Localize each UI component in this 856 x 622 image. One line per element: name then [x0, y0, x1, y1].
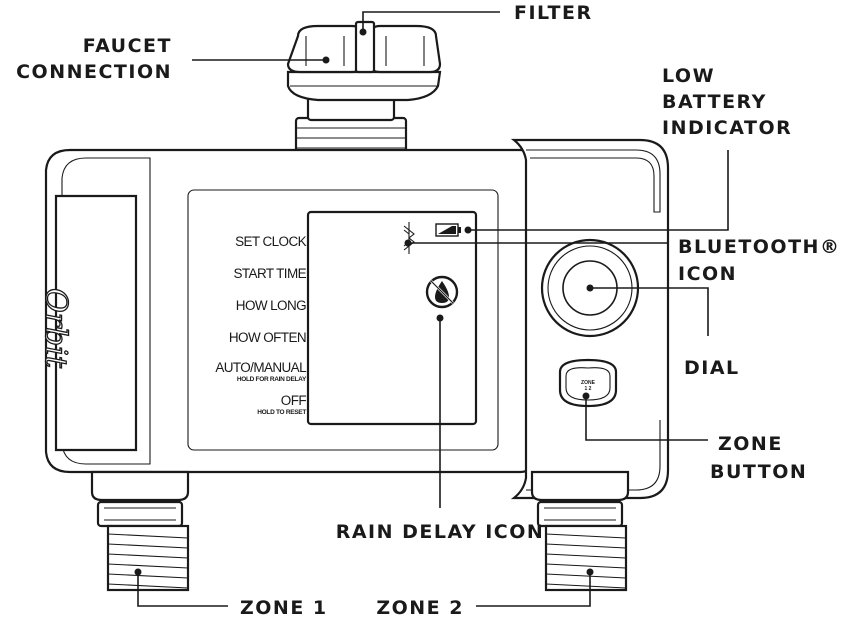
label-low-battery-2: BATTERY — [662, 91, 767, 113]
zone-button: ZONE 1 2 — [558, 358, 618, 408]
faucet-connector — [286, 70, 442, 160]
callout-low-battery — [464, 150, 729, 234]
callout-zone1 — [134, 568, 228, 607]
callout-bluetooth — [404, 239, 668, 247]
lcd-screen — [306, 210, 478, 426]
callout-filter — [359, 11, 500, 36]
zone2-outlet — [530, 470, 630, 592]
label-zone-button-2: BUTTON — [710, 461, 807, 483]
label-filter: FILTER — [514, 2, 593, 24]
side-logo-text: Orbit — [38, 288, 73, 369]
bluetooth-icon — [403, 222, 415, 254]
menu-labels: SET CLOCK START TIME HOW LONG HOW OFTEN … — [215, 234, 307, 416]
menu-auto-manual-sub: HOLD FOR RAIN DELAY — [237, 376, 307, 383]
label-zone1: ZONE 1 — [240, 597, 328, 619]
menu-set-clock: SET CLOCK — [235, 234, 306, 249]
label-faucet-connection-2: CONNECTION — [16, 61, 172, 83]
zone-button-sub: 1 2 — [585, 386, 592, 392]
callout-dial — [586, 284, 709, 336]
menu-how-often: HOW OFTEN — [229, 330, 306, 345]
label-rain-delay: RAIN DELAY ICON — [336, 521, 545, 543]
label-zone2: ZONE 2 — [376, 597, 464, 619]
label-bluetooth-2: ICON — [678, 263, 737, 285]
rain-delay-icon — [425, 275, 459, 309]
callout-rain-delay — [436, 314, 444, 508]
zone-button-text: ZONE — [581, 380, 596, 386]
menu-start-time: START TIME — [233, 266, 306, 281]
menu-off: OFF — [281, 393, 307, 408]
label-low-battery-1: LOW — [662, 65, 715, 87]
label-bluetooth-1: BLUETOOTH® — [678, 236, 840, 258]
battery-icon — [435, 223, 461, 237]
label-low-battery-3: INDICATOR — [662, 117, 792, 139]
label-dial: DIAL — [684, 357, 740, 379]
callout-zone-button — [582, 392, 708, 441]
callout-zone2 — [476, 568, 594, 607]
menu-how-long: HOW LONG — [236, 298, 306, 313]
menu-off-sub: HOLD TO RESET — [257, 409, 306, 416]
label-faucet-connection-1: FAUCET — [83, 35, 172, 57]
filter-part — [354, 20, 376, 74]
callout-faucet-connection — [192, 56, 330, 64]
zone1-outlet — [90, 470, 190, 592]
side-logo: Orbit — [37, 287, 73, 369]
label-zone-button-1: ZONE — [718, 433, 783, 455]
menu-auto-manual: AUTO/MANUAL — [215, 360, 307, 375]
